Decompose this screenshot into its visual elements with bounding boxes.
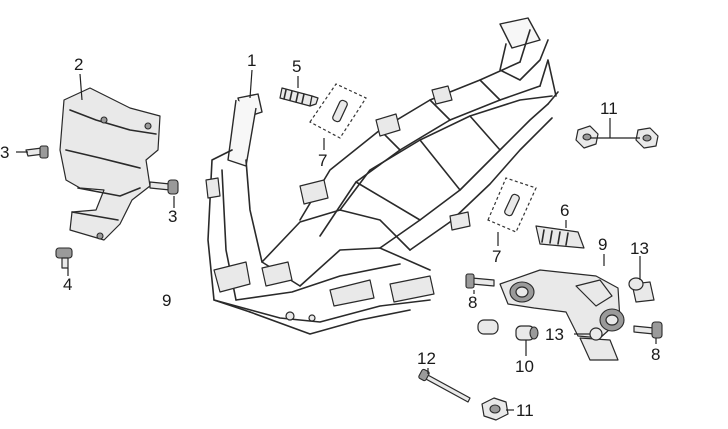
callout-8-left: 8 — [468, 293, 477, 312]
footrest-6-icon — [535, 225, 585, 249]
bolt-3-center-icon — [149, 179, 179, 195]
callout-2: 2 — [74, 55, 83, 74]
engine-hanger-icon — [499, 269, 655, 361]
callout-9-right: 9 — [598, 235, 607, 254]
front-bracket-icon — [59, 87, 161, 241]
callout-5: 5 — [292, 57, 301, 76]
callout-3-center: 3 — [168, 207, 177, 226]
nut-11-top-left-icon — [575, 125, 599, 149]
callout-9-left: 9 — [162, 291, 171, 310]
rubber-5-icon — [279, 87, 319, 107]
bolt-8-left-icon — [465, 273, 495, 289]
leader-lines — [16, 69, 657, 411]
kit-7-upper-icon — [309, 83, 367, 139]
washer-13-bottom-icon — [589, 327, 603, 341]
callout-4: 4 — [63, 275, 72, 294]
callout-7-upper: 7 — [318, 151, 327, 170]
bolt-8-right-icon — [633, 321, 663, 339]
callout-11-top: 11 — [600, 99, 618, 118]
callout-7-lower: 7 — [492, 247, 501, 266]
callout-6: 6 — [560, 201, 569, 220]
long-bolt-12-icon — [418, 368, 471, 403]
bushing-10-icon — [477, 319, 539, 341]
callout-8-right: 8 — [651, 345, 660, 364]
bolt-3-left-icon — [25, 145, 49, 159]
callout-12: 12 — [417, 349, 436, 368]
callout-13-bottom: 13 — [545, 325, 564, 344]
nut-11-top-right-icon — [635, 127, 659, 149]
callout-3-left: 3 — [0, 143, 9, 162]
kit-7-lower-icon — [487, 177, 537, 233]
callout-10: 10 — [515, 357, 534, 376]
nut-11-bottom-icon — [481, 397, 509, 421]
scooter-frame-icon — [205, 17, 559, 335]
washer-13-top-icon — [628, 277, 644, 291]
callout-13-top: 13 — [630, 239, 649, 258]
bolt-4-icon — [55, 247, 73, 269]
callout-1: 1 — [247, 51, 256, 70]
callout-11-bottom: 11 — [516, 401, 534, 420]
